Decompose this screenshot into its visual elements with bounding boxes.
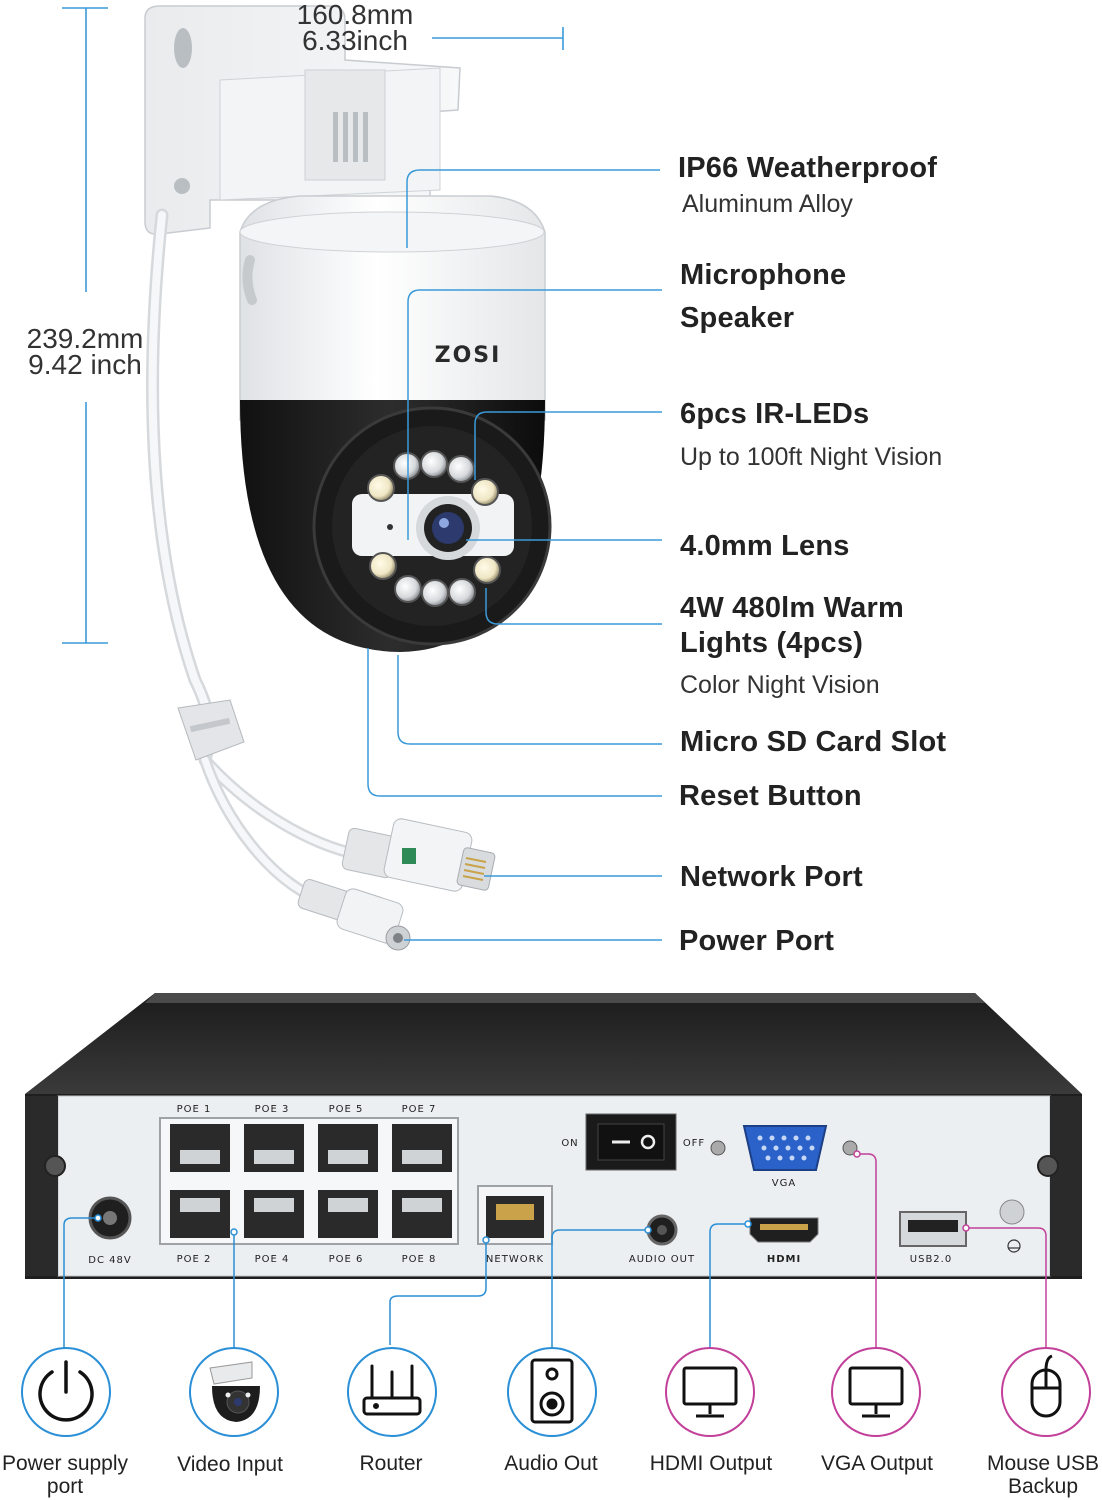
feature-reset-title: Reset Button bbox=[679, 780, 862, 812]
height-mm: 239.2mm bbox=[26, 323, 144, 354]
switch-on-label: ON bbox=[561, 1138, 578, 1149]
hdmi-port-label: HDMI bbox=[767, 1254, 801, 1265]
interface-power-label: Power supply port bbox=[0, 1452, 140, 1498]
feature-warm-lights-title-2: Lights (4pcs) bbox=[680, 627, 864, 659]
vga-port-label: VGA bbox=[772, 1178, 796, 1189]
network-port-label: NETWORK bbox=[486, 1254, 544, 1265]
usb-port-label: USB2.0 bbox=[910, 1254, 952, 1265]
interface-hdmi-label: HDMI Output bbox=[649, 1452, 773, 1475]
feature-ir-leds-subtitle: Up to 100ft Night Vision bbox=[680, 443, 943, 471]
feature-microphone-title: Microphone bbox=[680, 259, 847, 291]
camera-callout-lines bbox=[367, 169, 662, 941]
poe-5-label: POE 5 bbox=[329, 1104, 364, 1115]
power-icon bbox=[38, 1360, 94, 1422]
feature-speaker-title: Speaker bbox=[680, 302, 795, 334]
feature-weatherproof-subtitle: Aluminum Alloy bbox=[682, 190, 853, 218]
speaker-icon bbox=[530, 1358, 574, 1424]
height-inch: 9.42 inch bbox=[28, 349, 142, 380]
switch-off-label: OFF bbox=[683, 1138, 705, 1149]
height-dimension: 239.2mm 9.42 inch bbox=[10, 323, 160, 380]
poe-3-label: POE 3 bbox=[255, 1104, 290, 1115]
interface-power-label-line2: port bbox=[46, 1475, 84, 1498]
poe-6-label: POE 6 bbox=[329, 1254, 364, 1265]
feature-lens-title: 4.0mm Lens bbox=[680, 530, 850, 562]
router-icon bbox=[362, 1364, 422, 1416]
feature-sd-slot-title: Micro SD Card Slot bbox=[680, 726, 947, 758]
interface-mouse-usb-label: Mouse USB Backup bbox=[968, 1452, 1102, 1498]
interface-router-label: Router bbox=[359, 1452, 423, 1475]
nvr-recorder: DC 48V POE 1 POE 3 POE 5 POE 7 POE 2 POE… bbox=[25, 993, 1082, 1279]
feature-warm-lights-subtitle: Color Night Vision bbox=[680, 671, 880, 699]
interface-mouse-usb-label-line1: Mouse USB bbox=[986, 1452, 1100, 1475]
interface-video-input-label: Video Input bbox=[177, 1453, 283, 1476]
dc-port-label: DC 48V bbox=[88, 1255, 131, 1266]
cable-splitter bbox=[177, 699, 245, 761]
interface-audio-out-label: Audio Out bbox=[504, 1452, 598, 1475]
mouse-icon bbox=[1030, 1354, 1062, 1418]
camera-icon bbox=[209, 1361, 260, 1422]
feature-warm-lights-title: 4W 480lm Warm bbox=[680, 592, 904, 624]
nvr-connector-lines bbox=[63, 1150, 1047, 1375]
feature-network-port-title: Network Port bbox=[680, 861, 863, 893]
feature-ir-leds-title: 6pcs IR-LEDs bbox=[680, 398, 870, 430]
poe-4-label: POE 4 bbox=[255, 1254, 290, 1265]
interface-vga-label: VGA Output bbox=[820, 1452, 934, 1475]
feature-power-port-title: Power Port bbox=[679, 925, 835, 957]
poe-2-label: POE 2 bbox=[177, 1254, 212, 1265]
width-inch: 6.33inch bbox=[302, 25, 408, 56]
power-connector bbox=[297, 879, 411, 951]
network-connector bbox=[341, 818, 496, 892]
zosi-logo: ZOSI bbox=[435, 343, 502, 368]
poe-7-label: POE 7 bbox=[402, 1104, 437, 1115]
interface-circles bbox=[21, 1347, 1091, 1437]
camera-head: ZOSI bbox=[239, 195, 552, 652]
monitor-icon-vga bbox=[848, 1366, 904, 1418]
interface-mouse-usb-label-line2: Backup bbox=[1007, 1475, 1079, 1498]
width-dimension: 160.8mm 6.33inch bbox=[270, 0, 440, 56]
feature-weatherproof-title: IP66 Weatherproof bbox=[678, 152, 938, 184]
interface-power-label-line1: Power supply bbox=[1, 1452, 129, 1475]
poe-8-label: POE 8 bbox=[402, 1254, 437, 1265]
poe-1-label: POE 1 bbox=[177, 1104, 212, 1115]
camera-wall-mount bbox=[144, 5, 461, 235]
width-mm: 160.8mm bbox=[296, 0, 414, 30]
monitor-icon-hdmi bbox=[682, 1366, 738, 1418]
audio-out-label: AUDIO OUT bbox=[629, 1254, 695, 1265]
